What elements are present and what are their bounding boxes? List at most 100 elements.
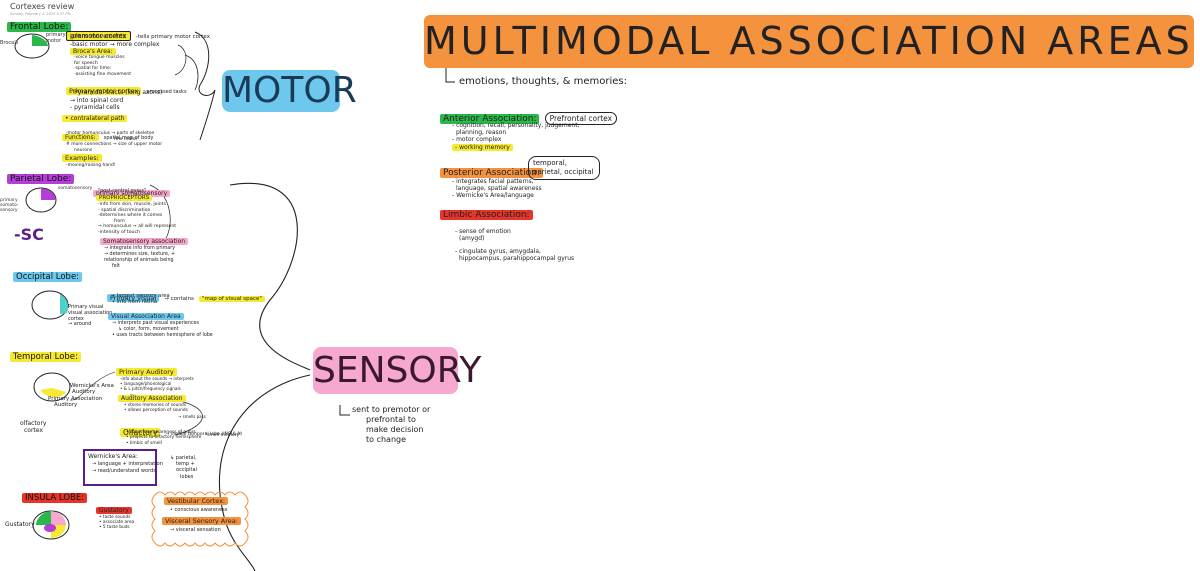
primary-motor-line: - pyramidal cells: [70, 104, 120, 111]
somato-association-title: Somatosensory association: [100, 238, 189, 245]
page-title: Cortexes review: [10, 2, 75, 11]
multimodal-title: MULTIMODAL ASSOCIATION AREAS:: [424, 15, 1194, 68]
broca-line: -assisting fine movement: [74, 71, 132, 77]
sensory-note-line: prefrontal to: [366, 415, 416, 424]
primary-visual-note: → contains: [164, 296, 194, 302]
sensory-note: sent to premotor or prefrontal to make d…: [352, 405, 430, 445]
primary-visual-block: Primary visual → contains "map of visual…: [107, 285, 265, 304]
contralateral-label: • contralateral path: [62, 115, 128, 122]
proprioceptors-label: PROPRIOCEPTORS: [96, 195, 153, 201]
sensory-note-line: make decision: [366, 425, 424, 434]
temporal-brain-icon: [33, 372, 71, 402]
somato-primary-line: from: [114, 218, 125, 224]
occipital-brain-line: Primary visual: [68, 304, 104, 310]
functions-block: Functions: spatial map of body: [62, 124, 153, 143]
visceral-title: Visceral Sensory Area:: [162, 517, 241, 525]
primary-motor-line: → into spinal cord: [70, 96, 124, 104]
somato-primary-line: -determines where it comes: [98, 213, 163, 218]
wernicke-lines: → language + interpretation → read/under…: [92, 461, 163, 475]
wernicke-line: → language + interpretation: [92, 461, 163, 467]
functions-line: # more connections → size of upper motor: [66, 142, 163, 147]
visual-association-title: Visual Association Area: [108, 313, 184, 320]
posterior-line: - Wernicke's Area/language: [452, 192, 534, 199]
limbic-lines: - sense of emotion (amygd) - cingulate g…: [455, 228, 574, 262]
primary-auditory-line: -info about the sounds → interprets: [120, 376, 194, 381]
map-of-visual-space: "map of visual space": [198, 296, 265, 302]
posterior-lines: - integrates facial patterns, language, …: [452, 178, 542, 199]
wernicke-side-line: temp +: [176, 461, 195, 468]
wernicke-side-line: ↳ parietal,: [170, 455, 197, 461]
visceral-text: → visceral sensation: [170, 527, 221, 533]
gustatory-lines: • taste sounds • associate area • 5 tast…: [99, 515, 134, 530]
visual-association-line: • uses tracts between hemisphere of lobe: [112, 333, 213, 338]
parietal-brain-left-label: primary somato- sensory: [0, 198, 19, 213]
primary-motor-line: - Pyramidal tracts (long axons): [70, 89, 163, 96]
functions-line: -motor homunculus → parts of skeleton: [66, 131, 155, 136]
limbic-line: hippocampus, parahippocampal gyrus: [459, 255, 575, 262]
somato-primary-line: -intensity of touch: [98, 229, 140, 235]
auditory-association-line: • stores memories of sounds: [124, 403, 187, 408]
motor-label: MOTOR: [222, 70, 357, 112]
sensory-note-line: sent to premotor or: [352, 405, 431, 414]
olfactory-lines: • conscious awareness of odors • project…: [126, 430, 201, 446]
visual-association-line: → interprets past visual experiences: [112, 321, 199, 326]
parietal-brain-label: somatosensory: [58, 186, 93, 191]
posterior-line: language, spatial awareness: [456, 185, 542, 192]
limbic-title: Limbic Association:: [440, 210, 533, 220]
gustatory-line: • 5 taste buds: [99, 525, 130, 530]
gustatory-line: • taste sounds: [99, 515, 131, 520]
broca-line: -spatial for time:: [74, 66, 112, 71]
somato-association-line: → determines size, texture, +: [104, 252, 176, 257]
examples-text: -moving/raising hand!: [66, 163, 116, 168]
insula-brain-label: Gustatory: [5, 521, 35, 528]
somato-association-line: → integrate info from primary: [104, 246, 176, 251]
primary-motor-title: Primary motor cortex: [66, 87, 142, 95]
olfactory-small-note: → smells pass: [178, 414, 206, 419]
vestibular-title: Vestibular Cortex:: [164, 497, 229, 505]
olfactory-line: • limbic of smell: [126, 440, 162, 446]
broca-line: -voice tongue muscles: [74, 55, 125, 60]
broca-lines: -voice tongue muscles for speech -spatia…: [74, 55, 131, 77]
primary-visual-line: • largest sensory area: [112, 293, 170, 299]
working-memory: - working memory: [452, 144, 513, 151]
primary-auditory-title: Primary Auditory: [116, 368, 177, 376]
premotor-title: premotor cortex: [66, 31, 131, 41]
olfactory-cortex-line: cortex: [24, 427, 43, 434]
somato-primary-block: primary somatosensory: [93, 180, 171, 199]
somato-primary-line: -info from skin, muscle, joints: [98, 202, 166, 207]
insula-lobe-title: INSULA LOBE:: [22, 493, 88, 503]
olfactory-cortex-labels: olfactory cortex: [20, 420, 46, 434]
somato-association-lines: → integrate info from primary → determin…: [104, 246, 175, 270]
premotor-block: premotor cortex -tells primary motor cor…: [66, 23, 210, 42]
olfactory-line: • conscious awareness of odors: [126, 430, 196, 435]
parietal-lobe-title: Parietal Lobe:: [7, 174, 75, 184]
functions-lines: -motor homunculus → parts of skeleton fi…: [66, 131, 162, 153]
olfactory-line: • projects to olfactory hemisphere: [126, 435, 202, 441]
primary-visual-lines: • largest sensory area • info from retin…: [112, 293, 170, 306]
occipital-brain-line: cortex: [68, 315, 84, 322]
smell-memory-label: "smell memory": [205, 433, 242, 438]
wernicke-line: → read/understand words: [92, 468, 156, 474]
primary-motor-note: processed tasks: [146, 89, 187, 95]
auditory-association-line: • allows perception of sounds: [124, 408, 188, 413]
multimodal-subtitle: emotions, thoughts, & memories:: [459, 76, 627, 87]
functions-label: Functions:: [62, 134, 99, 141]
olfactory-title: Olfactory: [120, 428, 161, 437]
anterior-line: - motor complex: [452, 136, 502, 143]
primary-visual-title: Primary visual: [107, 294, 160, 302]
frontal-lobe-title: Frontal Lobe:: [7, 22, 72, 32]
wernicke-side-note: ↳ parietal, temp + occipital lobes: [170, 455, 197, 480]
somato-primary-note: "post-central gyrus": [98, 189, 147, 194]
frontal-brain-icon: [14, 33, 50, 59]
primary-auditory-line: • language/phonological: [120, 381, 172, 386]
occipital-brain-line: visual association: [68, 309, 113, 316]
limbic-line: - sense of emotion: [455, 228, 511, 235]
anterior-block: Anterior Association: Prefrontal cortex: [440, 106, 618, 125]
primary-auditory-lines: -info about the sounds → interprets • la…: [120, 376, 194, 391]
occipital-lobe-title: Occipital Lobe:: [13, 272, 83, 282]
sc-label: -SC: [14, 225, 44, 244]
auditory-association-title: Auditory Association: [118, 395, 186, 402]
premotor-line: -basic motor → more complex: [70, 40, 160, 48]
olfactory-block: Olfactory → medial temporal lobe (INSULA…: [120, 420, 242, 439]
